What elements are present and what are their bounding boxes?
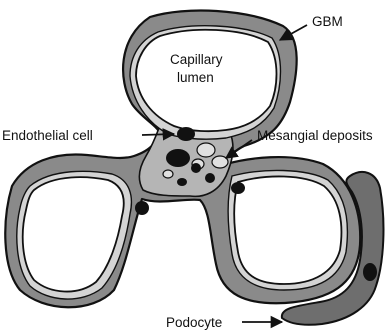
- mesangial-deposit: [197, 143, 215, 157]
- gbm-label: GBM: [312, 14, 343, 29]
- mesangial-deposit: [163, 170, 173, 178]
- endothelial-nucleus: [177, 127, 195, 141]
- endothelial-cell-arrow: [142, 134, 174, 135]
- capillary-lumen-label-line1: Capillary: [170, 52, 223, 67]
- mesangial-nucleus: [177, 178, 187, 186]
- endothelial-nucleus: [231, 182, 245, 194]
- podocyte-label: Podocyte: [166, 315, 222, 330]
- mesangial-nucleus: [205, 173, 215, 183]
- capillary-lumen-label-line2: lumen: [177, 70, 214, 85]
- mesangial-deposit: [212, 156, 228, 168]
- podocyte-nucleus: [363, 263, 377, 281]
- capillary-lumen-right: [234, 176, 341, 284]
- mesangial-nucleus: [166, 149, 190, 167]
- mesangial-nucleus: [191, 163, 201, 173]
- endothelial-cell-label: Endothelial cell: [2, 128, 93, 143]
- endothelial-nucleus: [135, 201, 149, 215]
- mesangial-deposits-label: Mesangial deposits: [257, 128, 373, 143]
